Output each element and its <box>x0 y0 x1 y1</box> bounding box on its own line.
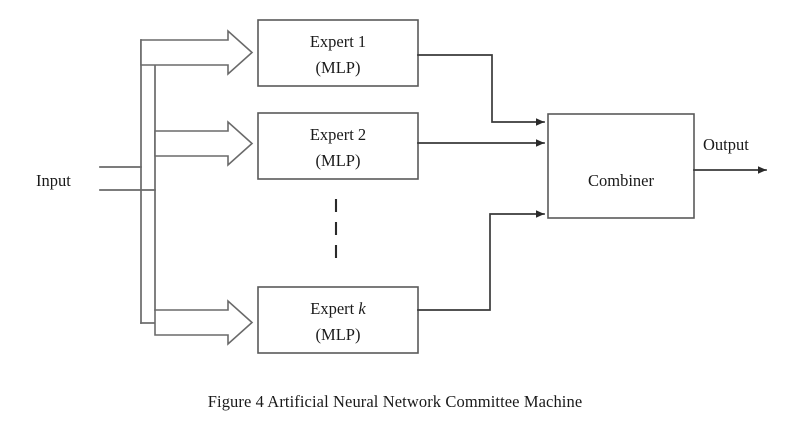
expert-1-subtitle: (MLP) <box>316 58 361 77</box>
bus-to-expert-1-block-arrow <box>140 29 254 76</box>
bus-to-expert-2-block-arrow <box>154 120 254 167</box>
expert-2-title: Expert 2 <box>310 125 366 144</box>
expert-k-title-italic: k <box>358 299 366 318</box>
expert-k-subtitle: (MLP) <box>316 325 361 344</box>
expert-1-title: Expert 1 <box>310 32 366 51</box>
expert-k-title-text: Expert <box>310 299 358 318</box>
expert-k-box[interactable] <box>257 286 419 354</box>
expert-2-title-text: Expert 2 <box>310 125 366 144</box>
expert-1-to-combiner-wire <box>417 54 545 126</box>
combiner-label: Combiner <box>588 171 654 190</box>
expert-1-title-text: Expert 1 <box>310 32 366 51</box>
output-label: Output <box>703 135 749 154</box>
expert-2-subtitle: (MLP) <box>316 151 361 170</box>
expert-2-box[interactable] <box>257 112 419 180</box>
bus-to-expert-k-block-arrow <box>154 299 254 346</box>
expert-k-title: Expert k <box>310 299 366 318</box>
expert-1-box[interactable] <box>257 19 419 87</box>
combiner-box[interactable] <box>547 113 695 219</box>
figure-caption: Figure 4 Artificial Neural Network Commi… <box>207 392 583 411</box>
input-label: Input <box>36 171 71 190</box>
expert-k-to-combiner-wire <box>417 210 545 311</box>
